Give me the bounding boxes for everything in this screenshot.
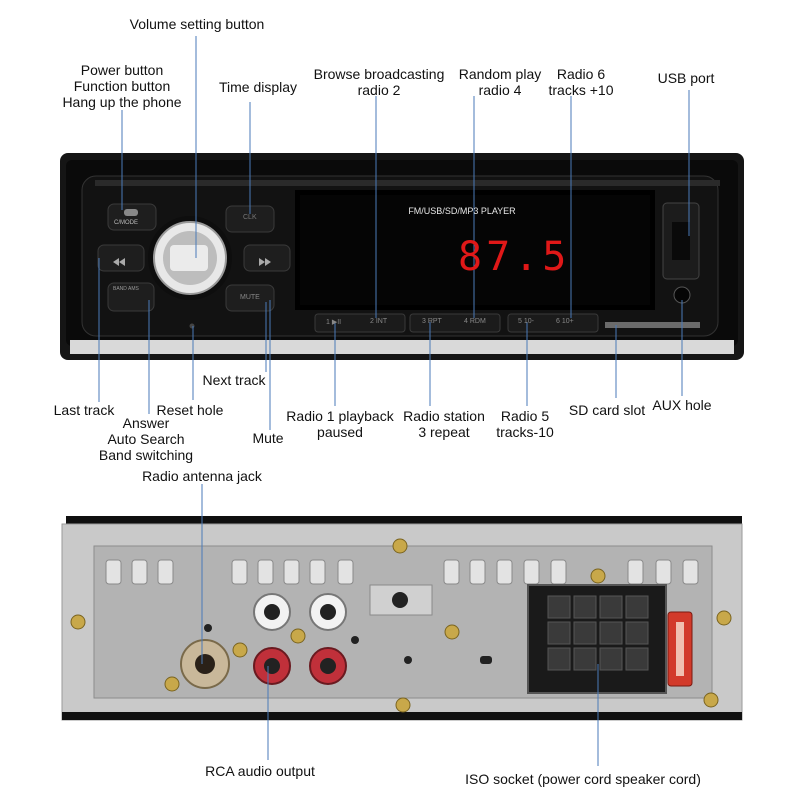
- label-radio5-line2: tracks-10: [496, 424, 554, 440]
- preset-6-label: 6 10+: [556, 318, 574, 325]
- label-iso: ISO socket (power cord speaker cord): [465, 771, 701, 787]
- display-window: [295, 190, 655, 310]
- label-radio6-line1: Radio 6: [556, 66, 606, 82]
- label-radio3-line2: 3 repeat: [418, 424, 470, 440]
- frequency-readout: 87.5: [458, 234, 571, 280]
- label-power-line1: Power button: [80, 62, 164, 78]
- band-button[interactable]: [107, 282, 155, 312]
- iso-socket[interactable]: [527, 584, 667, 694]
- vent-slots: [105, 559, 699, 585]
- label-browse: Browse broadcasting radio 2: [306, 66, 452, 98]
- label-answer-line2: Auto Search: [107, 431, 185, 447]
- mute-button[interactable]: [225, 284, 275, 312]
- label-next: Next track: [202, 372, 266, 388]
- preset-4-label: 4 RDM: [464, 318, 486, 325]
- label-radio1-line2: paused: [317, 424, 363, 440]
- label-reset: Reset hole: [156, 402, 224, 418]
- preset-5-label: 5 10-: [518, 318, 534, 325]
- label-radio5-line1: Radio 5: [500, 408, 550, 424]
- label-usb: USB port: [657, 70, 715, 86]
- reset-hole[interactable]: [189, 323, 195, 329]
- mode-button-label: C/MODE: [114, 220, 138, 226]
- label-antenna: Radio antenna jack: [142, 468, 262, 484]
- label-random-line1: Random play: [458, 66, 542, 82]
- label-radio1-line1: Radio 1 playback: [286, 408, 394, 424]
- preset-1-2-button[interactable]: [314, 313, 406, 333]
- preset-3-label: 3 RPT: [422, 318, 442, 325]
- prev-track-button[interactable]: [97, 244, 145, 272]
- preset-1-label: 1 ▶II: [326, 319, 342, 326]
- mute-button-label: MUTE: [240, 294, 260, 301]
- preset-3-4-button[interactable]: [409, 313, 501, 333]
- label-answer-line1: Answer: [122, 415, 170, 431]
- label-browse-line2: radio 2: [357, 82, 401, 98]
- label-power-line2: Function button: [73, 78, 171, 94]
- label-random-line2: radio 4: [478, 82, 522, 98]
- label-radio5: Radio 5 tracks-10: [486, 408, 564, 440]
- prev-icon: [113, 258, 119, 266]
- label-answer: Answer Auto Search Band switching: [86, 415, 206, 463]
- label-aux: AUX hole: [652, 397, 712, 413]
- label-radio1: Radio 1 playback paused: [276, 408, 404, 440]
- label-radio6-line2: tracks +10: [548, 82, 614, 98]
- screws: [70, 538, 732, 713]
- pointer-lines: [98, 36, 690, 766]
- power-button[interactable]: [107, 203, 157, 231]
- label-radio6: Radio 6 tracks +10: [540, 66, 622, 98]
- preset-5-6-button[interactable]: [507, 313, 599, 333]
- label-random: Random play radio 4: [450, 66, 550, 98]
- label-mute: Mute: [252, 430, 284, 446]
- label-power-line3: Hang up the phone: [62, 94, 182, 110]
- rca-jacks[interactable]: [253, 593, 347, 685]
- label-time: Time display: [218, 79, 298, 95]
- band-button-label: BAND AMS: [113, 286, 139, 292]
- clk-button-label: CLK: [243, 214, 257, 221]
- label-answer-line3: Band switching: [98, 447, 194, 463]
- sd-card-slot[interactable]: [605, 322, 700, 328]
- label-radio3-line1: Radio station: [403, 408, 485, 424]
- usb-slot-icon: [672, 222, 690, 260]
- label-sd: SD card slot: [568, 402, 646, 418]
- label-volume: Volume setting button: [129, 16, 265, 32]
- label-last: Last track: [53, 402, 115, 418]
- phone-icon: [124, 209, 138, 216]
- label-rca: RCA audio output: [205, 763, 315, 779]
- next-icon: [259, 258, 265, 266]
- label-power: Power button Function button Hang up the…: [52, 62, 192, 110]
- preset-2-label: 2 INT: [370, 318, 388, 325]
- label-radio3: Radio station 3 repeat: [394, 408, 494, 440]
- display-title: FM/USB/SD/MP3 PLAYER: [408, 206, 516, 216]
- label-browse-line1: Browse broadcasting: [313, 66, 445, 82]
- next-track-button[interactable]: [243, 244, 291, 272]
